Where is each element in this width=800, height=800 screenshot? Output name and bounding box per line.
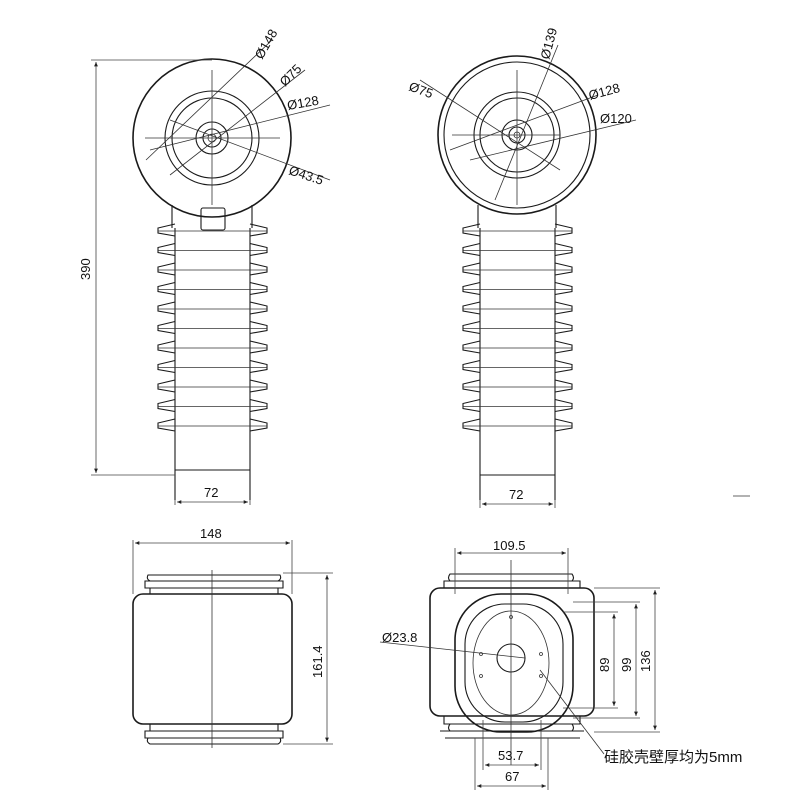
shed [462,301,573,315]
front-view-right: Ø139 Ø75 Ø128 Ø120 72 [407,26,750,508]
dim-d128-right: Ø128 [587,80,622,103]
dim-h89: 89 [597,658,612,672]
shed [157,242,268,257]
shed [462,223,573,237]
shed [157,223,268,237]
shed [462,320,573,335]
dim-w72-right: 72 [509,487,523,502]
radial-leaders-right [419,44,637,205]
dim-h136: 136 [638,650,653,672]
shed [157,320,268,335]
dim-d120: Ø120 [600,111,632,126]
dim-d75-right: Ø75 [407,79,435,102]
dim-w109-5: 109.5 [493,538,526,553]
dim-d23-8: Ø23.8 [382,630,417,645]
shed [157,340,268,354]
dim-w53-7: 53.7 [498,748,523,763]
dim-w67: 67 [505,769,519,784]
dim-d128: Ø128 [286,93,320,113]
shed [462,340,573,354]
shed [157,379,268,393]
dim-h161-4: 161.4 [310,645,325,678]
shed [157,281,268,296]
dim-h99: 99 [619,658,634,672]
shed [462,359,573,374]
shed [462,281,573,296]
dim-h390: 390 [78,258,93,280]
shed [157,359,268,374]
dim-d139: Ø139 [537,26,560,61]
dim-w148: 148 [200,526,222,541]
front-view-left: Ø148 Ø75 Ø128 Ø43.5 390 72 [78,26,331,505]
shed [462,379,573,393]
shed [157,418,268,432]
dim-d75: Ø75 [277,61,305,89]
shed [462,418,573,432]
sheds-right [462,223,573,432]
shed [462,398,573,413]
dim-d43-5: Ø43.5 [287,163,325,188]
shed [157,301,268,315]
shed [157,398,268,413]
top-view: Ø23.8 109.5 89 99 136 53.7 67 硅胶壳壁厚均为5mm [379,538,742,790]
dim-w72-left: 72 [204,485,218,500]
radial-leaders-left [145,39,331,205]
sheds-left [157,223,268,432]
side-view: 148 161.4 [132,526,333,748]
shed [462,262,573,276]
shed [462,242,573,257]
wall-thickness-note: 硅胶壳壁厚均为5mm [604,749,742,766]
dim-d148: Ø148 [252,26,281,61]
shed [157,262,268,276]
